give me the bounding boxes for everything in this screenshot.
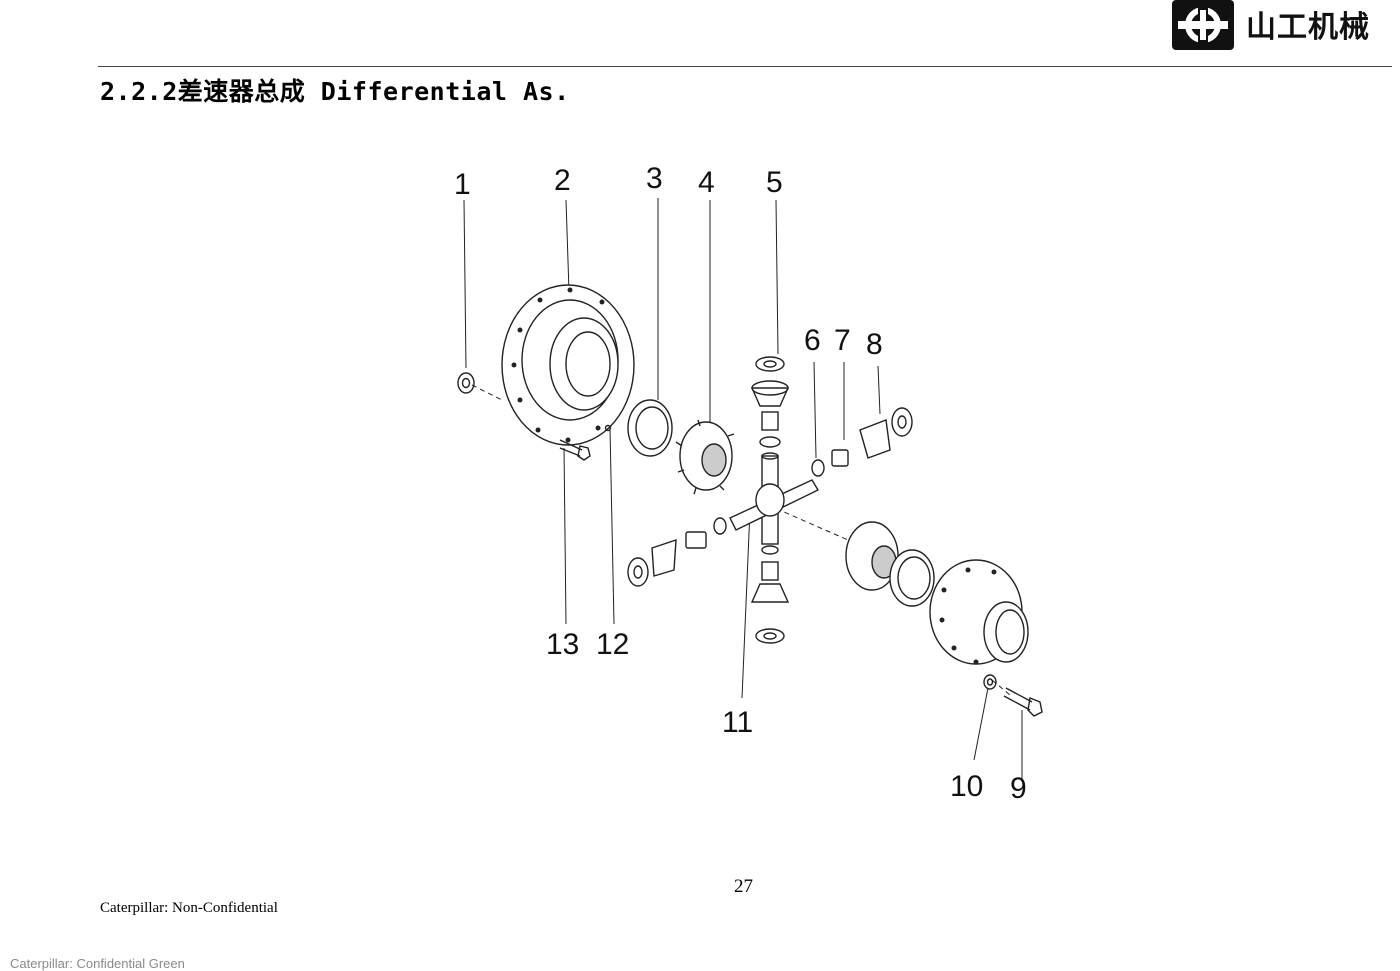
classification-footer: Caterpillar: Confidential Green: [10, 956, 185, 971]
callout-5: 5: [766, 166, 783, 199]
header-divider: [98, 66, 1392, 67]
callout-8: 8: [866, 328, 883, 361]
callout-1: 1: [454, 168, 471, 201]
callout-3: 3: [646, 162, 663, 195]
callout-9: 9: [1010, 772, 1027, 805]
company-logo: 山工机械: [1172, 0, 1392, 50]
callout-6: 6: [804, 324, 821, 357]
confidentiality-label: Caterpillar: Non-Confidential: [100, 900, 278, 916]
callout-13: 13: [546, 628, 579, 661]
callout-11: 11: [722, 706, 753, 739]
callout-12: 12: [596, 628, 629, 661]
callout-7: 7: [834, 324, 851, 357]
section-title: 2.2.2差速器总成 Differential As.: [100, 77, 570, 106]
sdlg-logo-icon: [1172, 0, 1234, 50]
callout-2: 2: [554, 164, 571, 197]
callout-10: 10: [950, 770, 983, 803]
differential-exploded-diagram: 1 2 3 4 5 6 7 8 9 10 11 12 13: [454, 162, 1043, 805]
page-number: 27: [734, 876, 753, 897]
brand-name: 山工机械: [1246, 10, 1370, 45]
callout-4: 4: [698, 166, 715, 199]
